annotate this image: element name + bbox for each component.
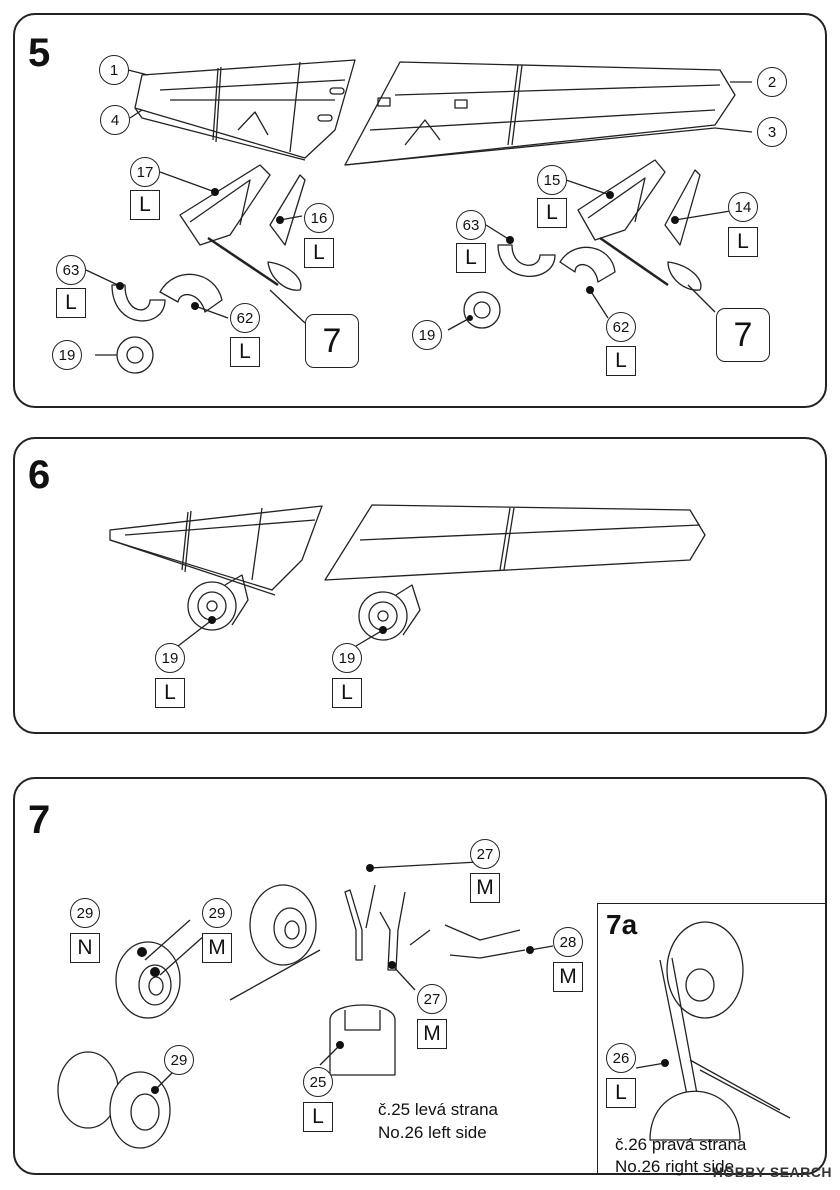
sprue-letter-16: L [304,238,334,268]
callout-part-63-right: 63 [456,210,486,240]
note-left-side-cz: č.25 levá strana [378,1100,499,1119]
sprue-letter-63-right: L [456,243,486,273]
sprue-letter-27-top: M [470,873,500,903]
step-number-7: 7 [28,798,51,842]
note-right-side-en: No.26 right side [615,1157,735,1176]
callout-part-16: 16 [304,203,334,233]
sprue-letter-63-left: L [56,288,86,318]
callout-part-17: 17 [130,157,160,187]
callout-part-26: 26 [606,1043,636,1073]
sprue-letter-27-bottom: M [417,1019,447,1049]
callout-part-4: 4 [100,105,130,135]
sprue-letter-62-right: L [606,346,636,376]
callout-part-19-left: 19 [52,340,82,370]
callout-part-29-pair: 29 [164,1045,194,1075]
sprue-letter-25: L [303,1102,333,1132]
callout-part-1: 1 [99,55,129,85]
callout-part-62-left: 62 [230,303,260,333]
step-number-5: 5 [28,31,51,75]
callout-part-29-m: 29 [202,898,232,928]
sprue-letter-15: L [537,198,567,228]
callout-part-63-left: 63 [56,255,86,285]
sprue-letter-19-left-wing: L [155,678,185,708]
sprue-letter-26: L [606,1078,636,1108]
callout-part-3: 3 [757,117,787,147]
callout-part-27-bottom: 27 [417,984,447,1014]
sprue-letter-17: L [130,190,160,220]
step-reference-7-right: 7 [716,308,770,362]
note-left-side-en: No.26 left side [378,1123,487,1142]
sprue-letter-29-n: N [70,933,100,963]
callout-part-19-right-wing: 19 [332,643,362,673]
callout-part-29-n: 29 [70,898,100,928]
callout-part-62-right: 62 [606,312,636,342]
sprue-letter-14: L [728,227,758,257]
step-number-7a: 7a [606,909,638,940]
sprue-letter-28: M [553,962,583,992]
callout-part-15: 15 [537,165,567,195]
callout-part-28: 28 [553,927,583,957]
step-6-panel [13,437,827,734]
callout-part-19-right: 19 [412,320,442,350]
sprue-letter-19-right-wing: L [332,678,362,708]
sprue-letter-29-m: M [202,933,232,963]
sprue-letter-62-left: L [230,337,260,367]
step-number-6: 6 [28,453,51,497]
callout-part-14: 14 [728,192,758,222]
note-right-side-cz: č.26 pravá strana [615,1135,747,1154]
watermark-logo: HOBBY SEARCH [712,1164,832,1180]
step-7a-subpanel [597,903,826,1174]
callout-part-2: 2 [757,67,787,97]
callout-part-25: 25 [303,1067,333,1097]
step-reference-7-left: 7 [305,314,359,368]
callout-part-19-left-wing: 19 [155,643,185,673]
callout-part-27-top: 27 [470,839,500,869]
